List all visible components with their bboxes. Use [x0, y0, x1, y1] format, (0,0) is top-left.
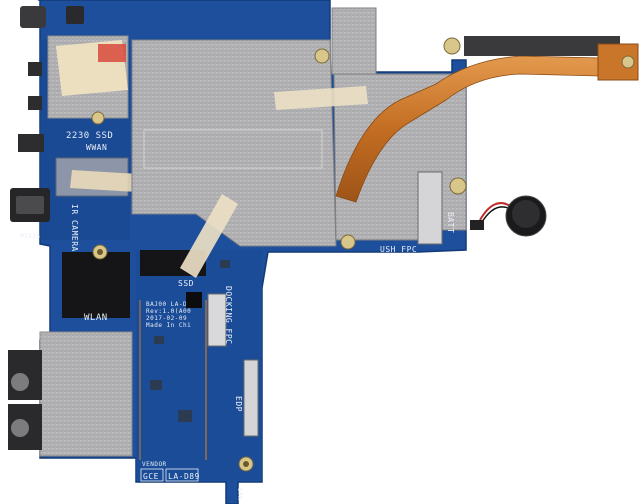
- silk-wwan: WWAN: [86, 143, 107, 152]
- silk-usb-fpc: USH FPC: [380, 245, 417, 254]
- heat-pipe-fin: [464, 36, 620, 56]
- screw-hole: [449, 177, 467, 195]
- screw-hole: [91, 111, 105, 125]
- batt-connector: [417, 171, 443, 245]
- smd-chip: [220, 260, 230, 268]
- screw-hole-inner: [97, 249, 103, 255]
- silk-batt: BATT: [446, 212, 455, 233]
- side-connector: [18, 134, 44, 152]
- side-connector: [28, 62, 42, 76]
- silk-ssd-2230: 2230 SSD: [66, 131, 113, 141]
- silk-ssd: SSD: [178, 279, 194, 288]
- audio-jack: [20, 6, 46, 28]
- screw-hole: [314, 48, 330, 64]
- silk-model: LA-D89: [168, 472, 200, 481]
- usb-c-port-inner: [16, 196, 44, 214]
- model-box: [165, 468, 199, 482]
- silk-gce: GCE: [143, 472, 159, 481]
- audio-jack: [66, 6, 84, 24]
- gce-box: [140, 468, 164, 482]
- edp-connector: [243, 359, 259, 437]
- silk-made-in: Made In Chi: [146, 322, 191, 329]
- wlan-slot: [62, 252, 130, 318]
- battery-connector: [470, 220, 484, 230]
- silk-wlan: WLAN: [84, 313, 108, 323]
- battery-wire: [479, 202, 511, 221]
- tape-strip: [274, 86, 368, 110]
- silk-spk: SPK: [236, 488, 243, 500]
- small-shield: [331, 7, 377, 75]
- silk-vendor: VENDOR: [142, 461, 167, 468]
- silk-bajo: BAJ00 LA-D8: [146, 301, 191, 308]
- docking-fpc-connector: [207, 293, 227, 347]
- smd-chip: [178, 410, 192, 422]
- tape-strip: [180, 194, 238, 278]
- screw-hole: [621, 55, 635, 69]
- pcb-shade-bottom: [136, 250, 262, 480]
- coin-cell-battery-top: [512, 200, 540, 228]
- chip: [186, 292, 202, 308]
- screw-hole-inner: [243, 461, 249, 467]
- cpu-shield-bevel: [143, 129, 323, 169]
- port-ring: [11, 373, 29, 391]
- smd-chip: [150, 380, 162, 390]
- silk-m2x25: M2X25: [20, 233, 41, 240]
- silk-ir-camera: IR CAMERA: [70, 204, 79, 252]
- side-connector: [28, 96, 42, 110]
- module-shield-bottom: [39, 331, 133, 457]
- screw-hole: [340, 234, 356, 250]
- port-ring: [11, 419, 29, 437]
- silk-edp: EDP: [234, 396, 243, 412]
- red-sticker: [98, 44, 126, 62]
- silk-docking-fpc: DOCKING FPC: [224, 286, 233, 344]
- smd-chip: [154, 336, 164, 344]
- screw-hole: [443, 37, 461, 55]
- silk-date: 2017-02-09: [146, 315, 187, 322]
- silk-rev: Rev:1.0(A00: [146, 308, 191, 315]
